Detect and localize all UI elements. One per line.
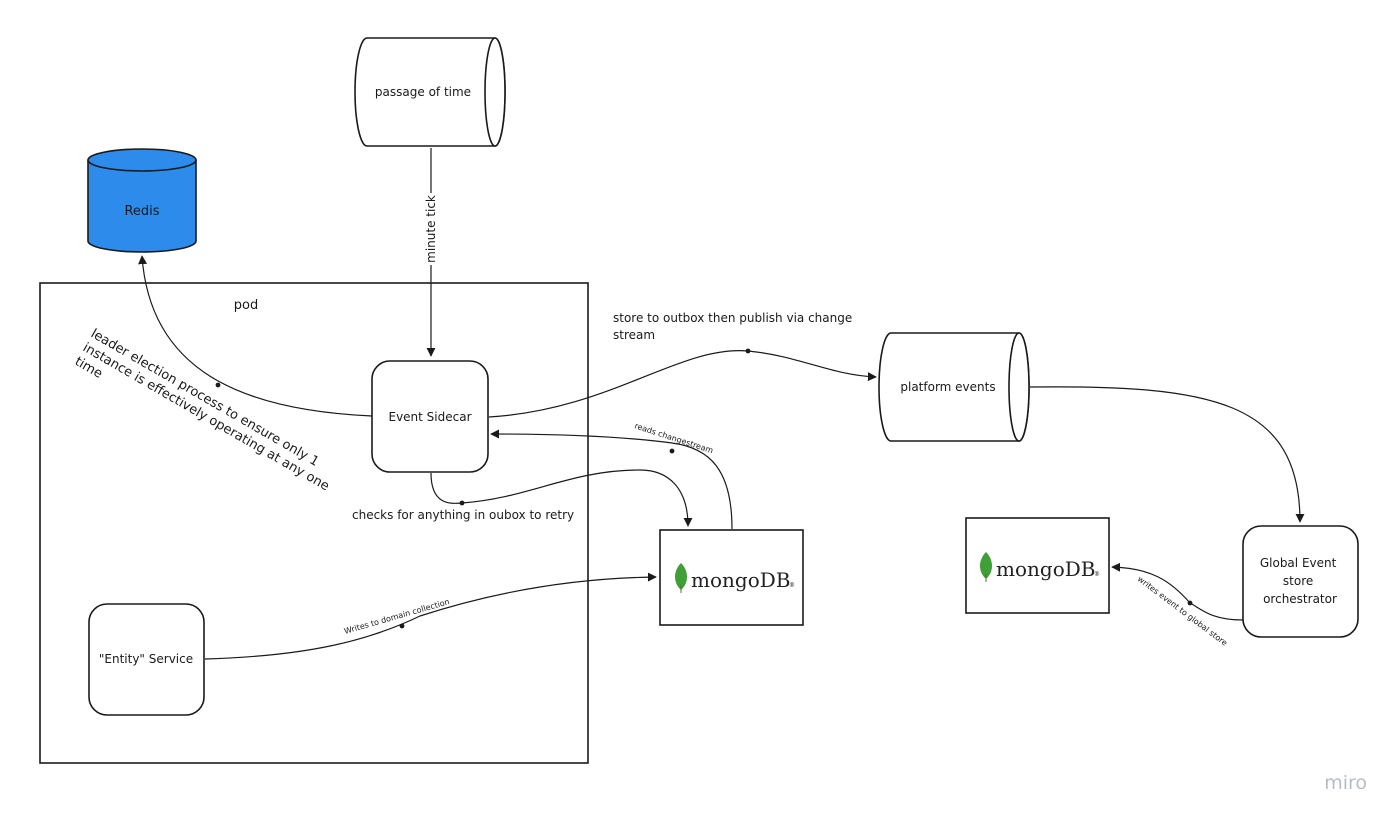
global-orchestrator-label: Global Event store orchestrator — [1260, 556, 1340, 606]
mongodb-domain-store[interactable]: mongoDB ® — [659, 529, 804, 626]
checks-outbox-label: checks for anything in oubox to retry — [352, 508, 574, 522]
mongodb-leaf-icon — [980, 552, 992, 579]
entity-service-label: "Entity" Service — [99, 652, 193, 666]
mongodb-leaf-icon — [675, 563, 687, 590]
redis-database[interactable]: Redis — [87, 148, 197, 253]
leader-election-line: instance is effectively operating at any… — [80, 340, 332, 494]
miro-watermark: miro — [1324, 772, 1367, 794]
outbox-publish-line: stream — [613, 328, 655, 342]
entity-service-node[interactable]: "Entity" Service — [88, 603, 205, 716]
leader-election-line: leader election process to ensure only 1 — [88, 326, 321, 469]
leader-election-label: leader election process to ensure only 1… — [72, 326, 343, 510]
reads-changestream-connector[interactable] — [490, 429, 733, 530]
mongodb-global-store[interactable]: mongoDB ® — [965, 517, 1110, 614]
writes-domain-connector[interactable] — [204, 572, 657, 660]
connector-midpoint-dot — [669, 448, 675, 454]
pod-label: pod — [234, 298, 258, 313]
passage-of-time-queue[interactable]: passage of time — [354, 37, 506, 147]
pod-container[interactable] — [39, 282, 589, 764]
leader-election-connector[interactable] — [138, 255, 373, 417]
global-orchestrator-node[interactable]: Global Event store orchestrator — [1242, 525, 1359, 638]
outbox-publish-connector[interactable] — [488, 350, 877, 418]
outbox-publish-label: store to outbox then publish via change … — [613, 311, 856, 342]
passage-of-time-label: passage of time — [375, 85, 471, 99]
outbox-publish-line: store to outbox then publish via change — [613, 311, 852, 325]
mongodb-registered-mark: ® — [789, 582, 795, 589]
platform-events-label: platform events — [900, 380, 995, 394]
mongodb-wordmark: mongoDB — [996, 557, 1095, 581]
connector-midpoint-dot — [215, 382, 221, 388]
platform-events-queue[interactable]: platform events — [878, 332, 1030, 442]
redis-label: Redis — [124, 204, 159, 219]
connector-midpoint-dot — [745, 348, 751, 354]
event-sidecar-label: Event Sidecar — [388, 410, 471, 424]
platform-to-orchestrator-connector[interactable] — [1029, 386, 1305, 523]
global-orchestrator-line: orchestrator — [1263, 592, 1337, 606]
connector-midpoint-dot — [459, 500, 465, 506]
writes-domain-label: Writes to domain collection — [343, 597, 451, 636]
global-orchestrator-line: store — [1283, 574, 1313, 588]
connector-midpoint-dot — [399, 623, 405, 629]
checks-outbox-connector[interactable] — [430, 469, 693, 527]
writes-global-label: writes event to global store — [1136, 574, 1229, 647]
minute-tick-label: minute tick — [424, 195, 438, 263]
global-orchestrator-line: Global Event — [1260, 556, 1337, 570]
mongodb-wordmark: mongoDB — [691, 568, 790, 592]
mongodb-registered-mark: ® — [1094, 571, 1100, 578]
connector-midpoint-dot — [1187, 600, 1193, 606]
event-sidecar-node[interactable]: Event Sidecar — [371, 360, 489, 473]
